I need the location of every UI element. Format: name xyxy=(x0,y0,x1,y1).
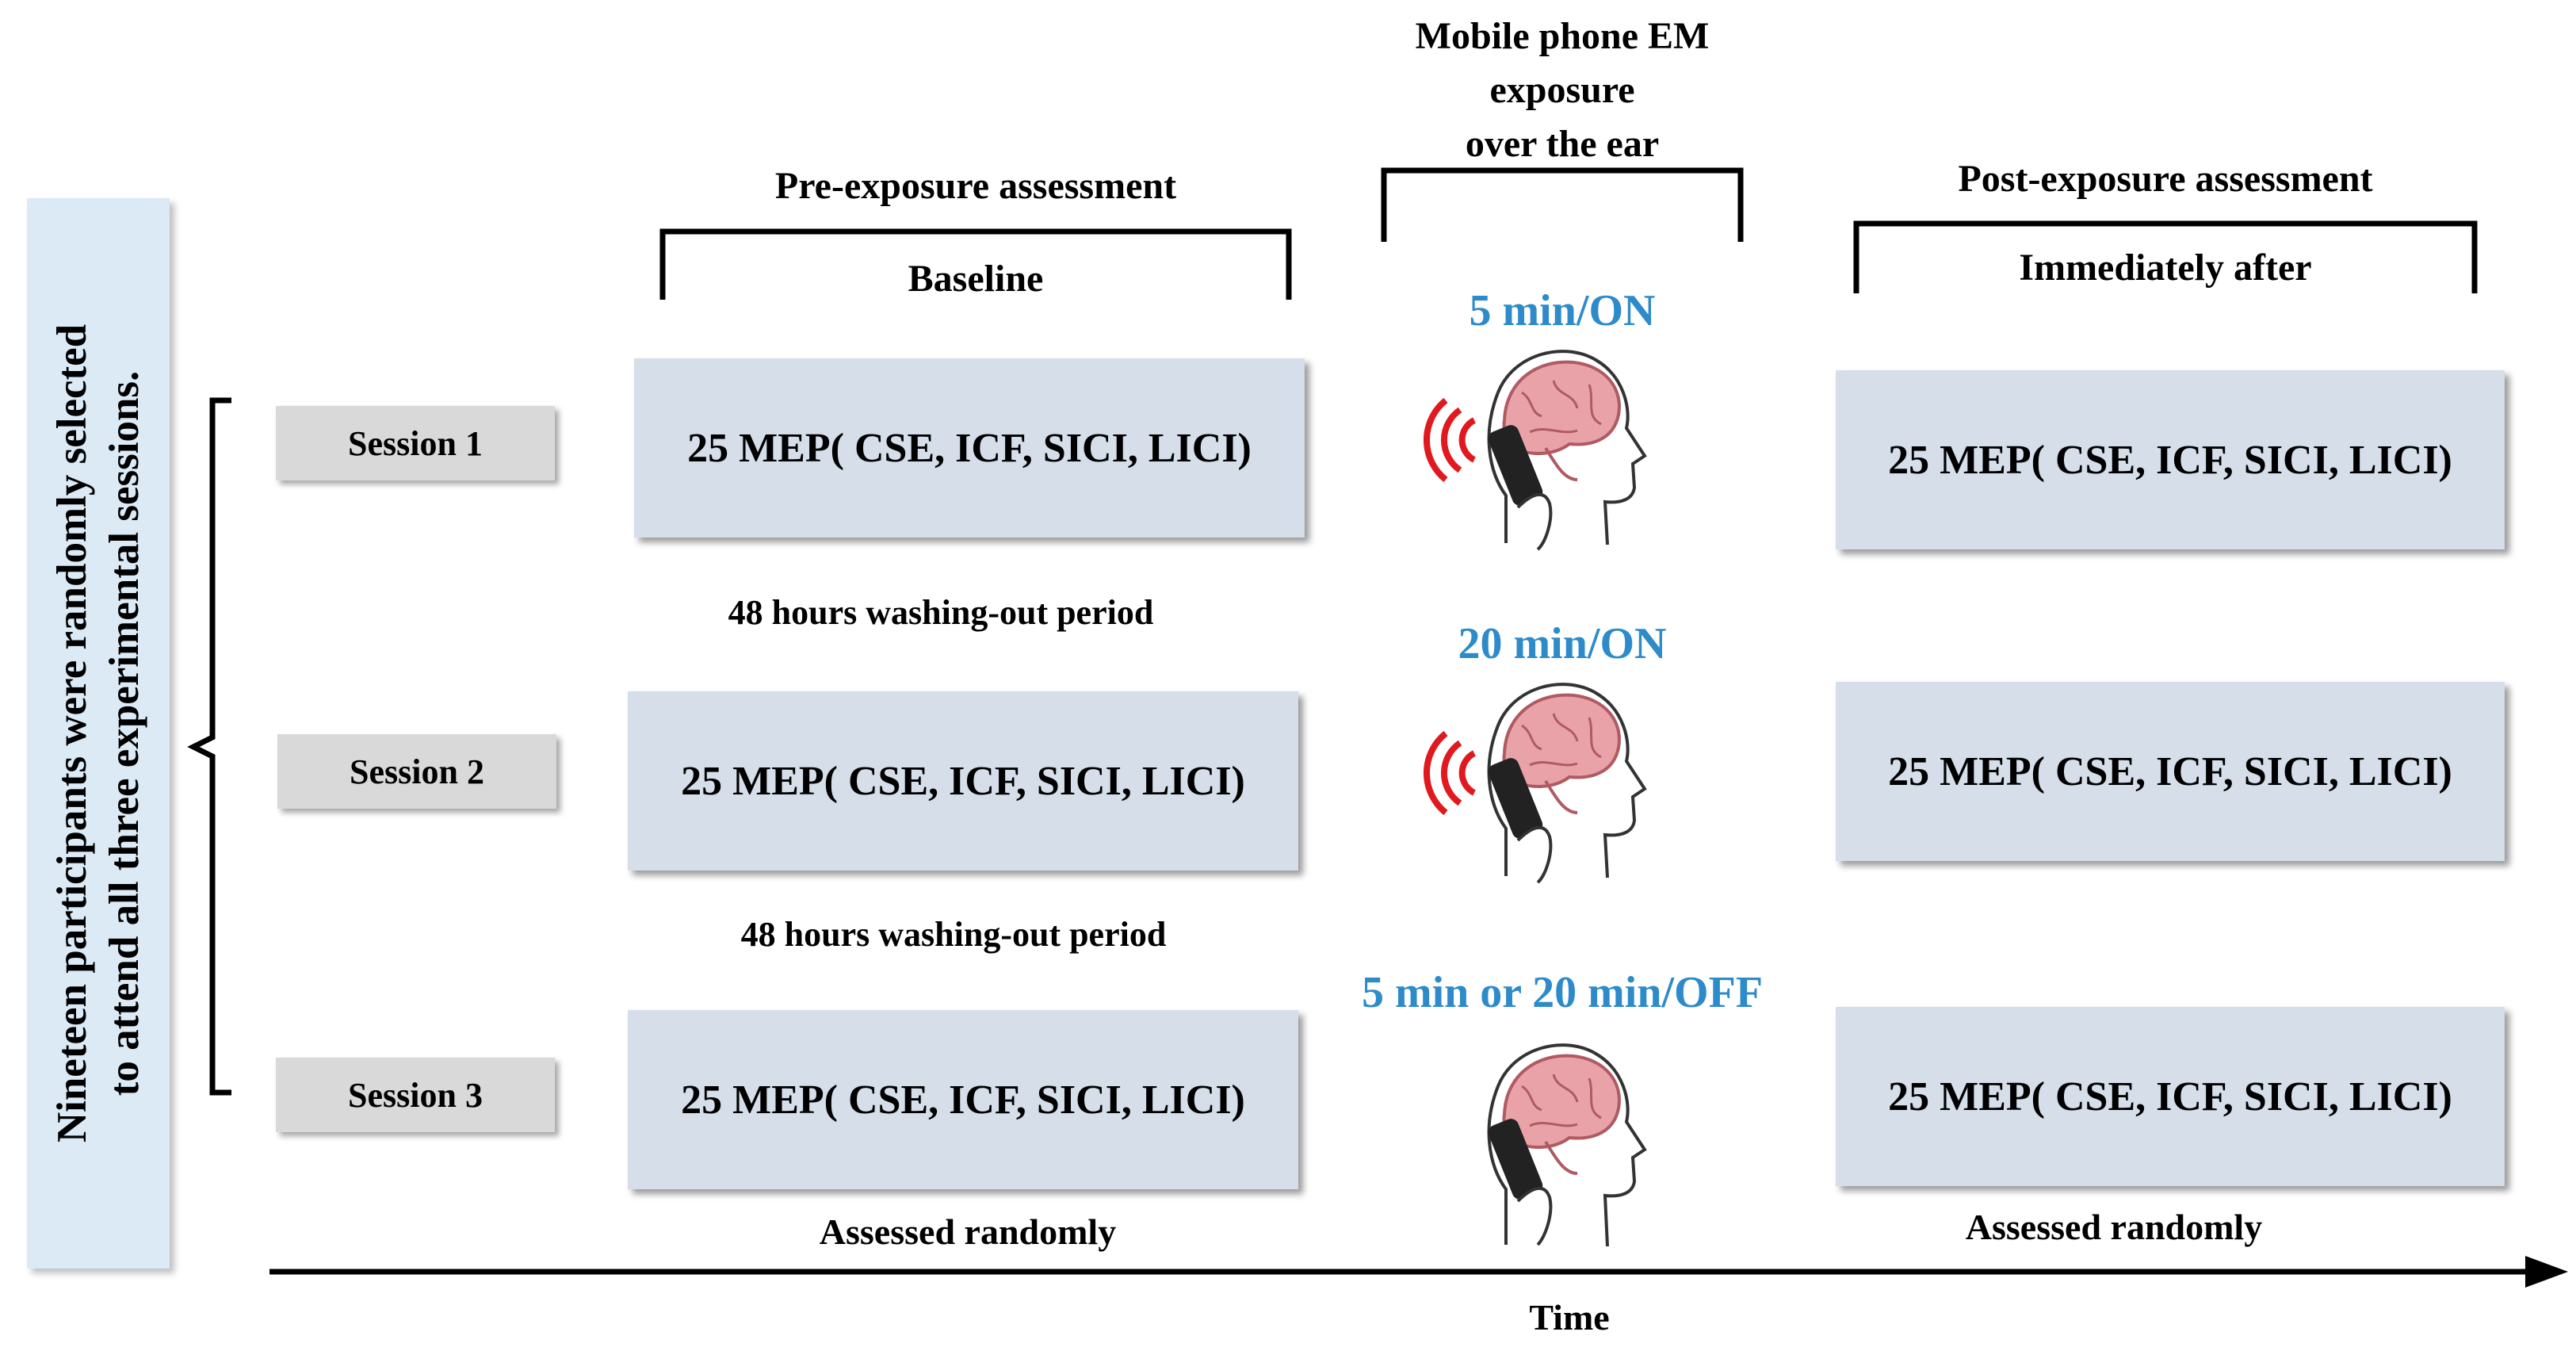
session-1-head-illustration xyxy=(1423,350,1647,551)
session-3-post-mep-box: 25 MEP( CSE, ICF, SICI, LICI) xyxy=(1836,1007,2505,1186)
session-bracket xyxy=(187,397,231,1096)
post-exposure-heading: Post-exposure assessment xyxy=(1958,158,2373,200)
session-3-head-illustration xyxy=(1487,1043,1647,1247)
session-2-post-mep-box: 25 MEP( CSE, ICF, SICI, LICI) xyxy=(1836,682,2505,861)
washout-label-1: 48 hours washing-out period xyxy=(728,593,1154,632)
session-3-exposure-label: 5 min or 20 min/OFF xyxy=(1361,968,1764,1017)
time-axis-arrowhead xyxy=(2525,1256,2568,1288)
exposure-heading-line1: Mobile phone EM xyxy=(1415,15,1710,57)
session-2-tab: Session 2 xyxy=(277,734,556,809)
washout-label-2: 48 hours washing-out period xyxy=(740,915,1167,954)
session-3-tab: Session 3 xyxy=(276,1058,555,1132)
baseline-heading: Baseline xyxy=(908,258,1044,300)
radio-wave-icon xyxy=(1423,397,1477,483)
session-3-pre-mep-box: 25 MEP( CSE, ICF, SICI, LICI) xyxy=(628,1010,1298,1189)
session-1-exposure-label: 5 min/ON xyxy=(1469,286,1656,335)
session-2-pre-mep-box: 25 MEP( CSE, ICF, SICI, LICI) xyxy=(628,691,1298,871)
session-2-head-illustration xyxy=(1423,683,1647,884)
post-exposure-bracket xyxy=(1853,220,2478,293)
immediately-after-heading: Immediately after xyxy=(2019,247,2312,289)
radio-wave-icon xyxy=(1423,730,1477,816)
exposure-heading-line2: exposure xyxy=(1489,69,1635,111)
mobile-phone-icon xyxy=(1488,758,1553,884)
mobile-phone-icon xyxy=(1488,425,1553,551)
session-1-post-mep-box: 25 MEP( CSE, ICF, SICI, LICI) xyxy=(1836,370,2505,549)
session-1-pre-mep-box: 25 MEP( CSE, ICF, SICI, LICI) xyxy=(634,358,1305,538)
assessed-randomly-pre-label: Assessed randomly xyxy=(819,1211,1117,1252)
session-2-exposure-label: 20 min/ON xyxy=(1458,619,1667,668)
exposure-heading-line3: over the ear xyxy=(1465,123,1660,165)
mobile-phone-icon xyxy=(1488,1119,1553,1246)
time-axis-label: Time xyxy=(1529,1297,1610,1338)
exposure-bracket xyxy=(1381,167,1744,242)
participants-note: Nineteen participants were randomly sele… xyxy=(27,198,170,1269)
pre-exposure-bracket xyxy=(659,228,1292,300)
pre-exposure-heading: Pre-exposure assessment xyxy=(774,165,1177,207)
session-1-tab: Session 1 xyxy=(276,406,555,480)
assessed-randomly-post-label: Assessed randomly xyxy=(1965,1207,2263,1247)
